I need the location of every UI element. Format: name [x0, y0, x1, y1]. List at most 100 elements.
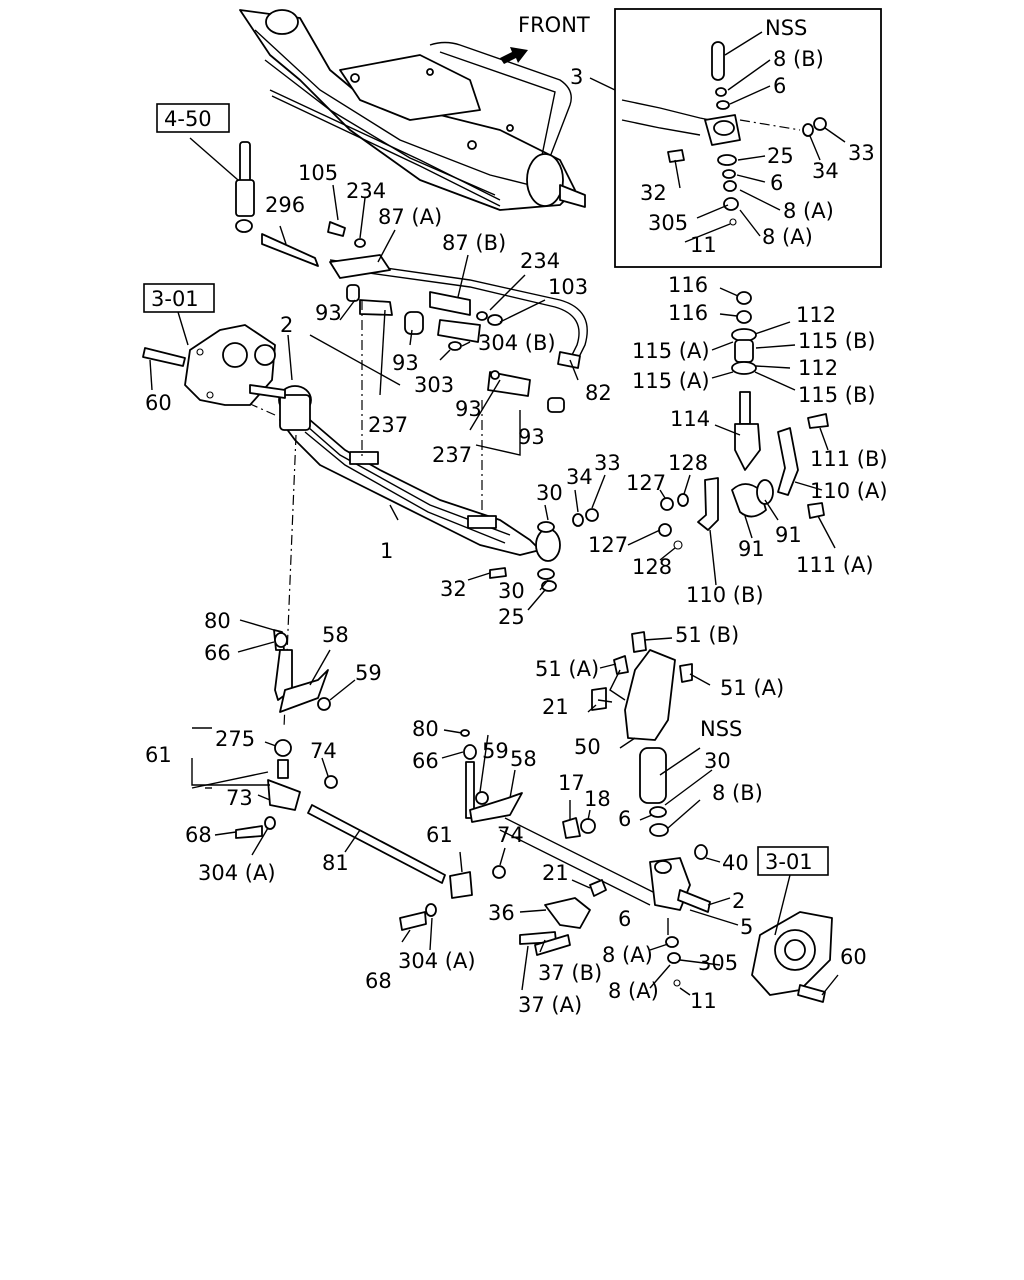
- label-304b: 304 (B): [478, 331, 556, 355]
- label-18: 18: [584, 787, 611, 811]
- label-50: 50: [574, 735, 601, 759]
- front-label: FRONT: [518, 13, 590, 37]
- label-111a: 111 (A): [796, 553, 874, 577]
- label-66-a: 66: [204, 641, 231, 665]
- shock-absorber-and-bolts: [189, 137, 366, 267]
- knuckle-left: [142, 311, 293, 406]
- label-30-low: 30: [704, 749, 731, 773]
- middle-leaders: [309, 229, 606, 611]
- detail-box: [589, 8, 882, 268]
- label-detail-25: 25: [767, 144, 794, 168]
- label-103: 103: [548, 275, 588, 299]
- label-74-b: 74: [497, 823, 524, 847]
- label-115a-a: 115 (A): [632, 339, 710, 363]
- label-114: 114: [670, 407, 710, 431]
- label-nss: NSS: [700, 717, 742, 741]
- label-304a-b: 304 (A): [398, 949, 476, 973]
- label-detail-3: 3: [570, 65, 583, 89]
- label-93-b: 93: [392, 351, 419, 375]
- label-74-a: 74: [310, 739, 337, 763]
- label-234-b: 234: [520, 249, 560, 273]
- vehicle-frame-illustration: [239, 9, 586, 211]
- front-axle-beam: [229, 300, 599, 729]
- label-detail-8b: 8 (B): [773, 47, 824, 71]
- label-detail-8a: 8 (A): [783, 199, 834, 223]
- label-6-low: 6: [618, 807, 631, 831]
- label-detail-34: 34: [812, 159, 839, 183]
- label-8b-low: 8 (B): [712, 781, 763, 805]
- label-detail-6b: 6: [770, 171, 783, 195]
- label-detail-32: 32: [640, 181, 667, 205]
- label-127-b: 127: [588, 533, 628, 557]
- label-60-left: 60: [145, 391, 172, 415]
- label-25-mid: 25: [498, 605, 525, 629]
- label-30-mid-b: 30: [498, 579, 525, 603]
- label-275: 275: [215, 727, 255, 751]
- label-40: 40: [722, 851, 749, 875]
- label-detail-305: 305: [648, 211, 688, 235]
- front-indicator: FRONT: [500, 13, 590, 64]
- label-237-b: 237: [432, 443, 472, 467]
- detail-labels: NSS 8 (B) 6 3 25 6 32 34 33 8 (A) 305 8 …: [570, 16, 875, 257]
- ref-3-01-label: 3-01: [151, 287, 199, 311]
- label-8a-knuckle: 8 (A): [602, 943, 653, 967]
- label-68-b: 68: [365, 969, 392, 993]
- bump-stopper-assembly: [627, 287, 836, 586]
- part-number-labels: 105 234 296 87 (A) 87 (B) 234 103 2 93 9…: [145, 161, 888, 1017]
- label-237-a: 237: [368, 413, 408, 437]
- label-303: 303: [414, 373, 454, 397]
- label-1: 1: [380, 539, 393, 563]
- front-arrow-icon: [500, 47, 528, 64]
- label-11: 11: [690, 989, 717, 1013]
- label-110b: 110 (B): [686, 583, 764, 607]
- label-60-right: 60: [840, 945, 867, 969]
- label-21-b: 21: [542, 861, 569, 885]
- label-111b: 111 (B): [810, 447, 888, 471]
- label-68-a: 68: [185, 823, 212, 847]
- label-58-a: 58: [322, 623, 349, 647]
- label-91-a: 91: [775, 523, 802, 547]
- label-detail-11: 11: [690, 233, 717, 257]
- label-112-a: 112: [796, 303, 836, 327]
- label-59-a: 59: [355, 661, 382, 685]
- label-30-mid: 30: [536, 481, 563, 505]
- label-6-knuckle: 6: [618, 907, 631, 931]
- label-234: 234: [346, 179, 386, 203]
- label-93-d: 93: [518, 425, 545, 449]
- label-80-b: 80: [412, 717, 439, 741]
- label-51a-a: 51 (A): [535, 657, 599, 681]
- label-detail-6: 6: [773, 74, 786, 98]
- label-5: 5: [740, 915, 753, 939]
- label-105: 105: [298, 161, 338, 185]
- label-87a: 87 (A): [378, 205, 442, 229]
- label-34-mid: 34: [566, 465, 593, 489]
- label-112-b: 112: [798, 356, 838, 380]
- label-87b: 87 (B): [442, 231, 506, 255]
- label-61-b: 61: [426, 823, 453, 847]
- label-82: 82: [585, 381, 612, 405]
- label-115b-b: 115 (B): [798, 383, 876, 407]
- label-37b: 37 (B): [538, 961, 602, 985]
- ref-3-01-label-b: 3-01: [765, 850, 813, 874]
- label-115a-b: 115 (A): [632, 369, 710, 393]
- label-91-b: 91: [738, 537, 765, 561]
- ref-box-3-01-a: 3-01: [143, 283, 215, 313]
- label-127-a: 127: [626, 471, 666, 495]
- label-detail-nss: NSS: [765, 16, 807, 40]
- label-detail-33: 33: [848, 141, 875, 165]
- label-8a-knuckle-b: 8 (A): [608, 979, 659, 1003]
- ref-4-50-label: 4-50: [164, 107, 212, 131]
- label-61-a: 61: [145, 743, 172, 767]
- ref-box-3-01-b: 3-01: [757, 846, 829, 876]
- label-32-mid: 32: [440, 577, 467, 601]
- steering-linkage: [191, 619, 839, 1003]
- label-116-a: 116: [668, 273, 708, 297]
- label-36: 36: [488, 901, 515, 925]
- label-81: 81: [322, 851, 349, 875]
- label-33-mid: 33: [594, 451, 621, 475]
- label-21-a: 21: [542, 695, 569, 719]
- label-93-a: 93: [315, 301, 342, 325]
- label-37a: 37 (A): [518, 993, 582, 1017]
- label-305: 305: [698, 951, 738, 975]
